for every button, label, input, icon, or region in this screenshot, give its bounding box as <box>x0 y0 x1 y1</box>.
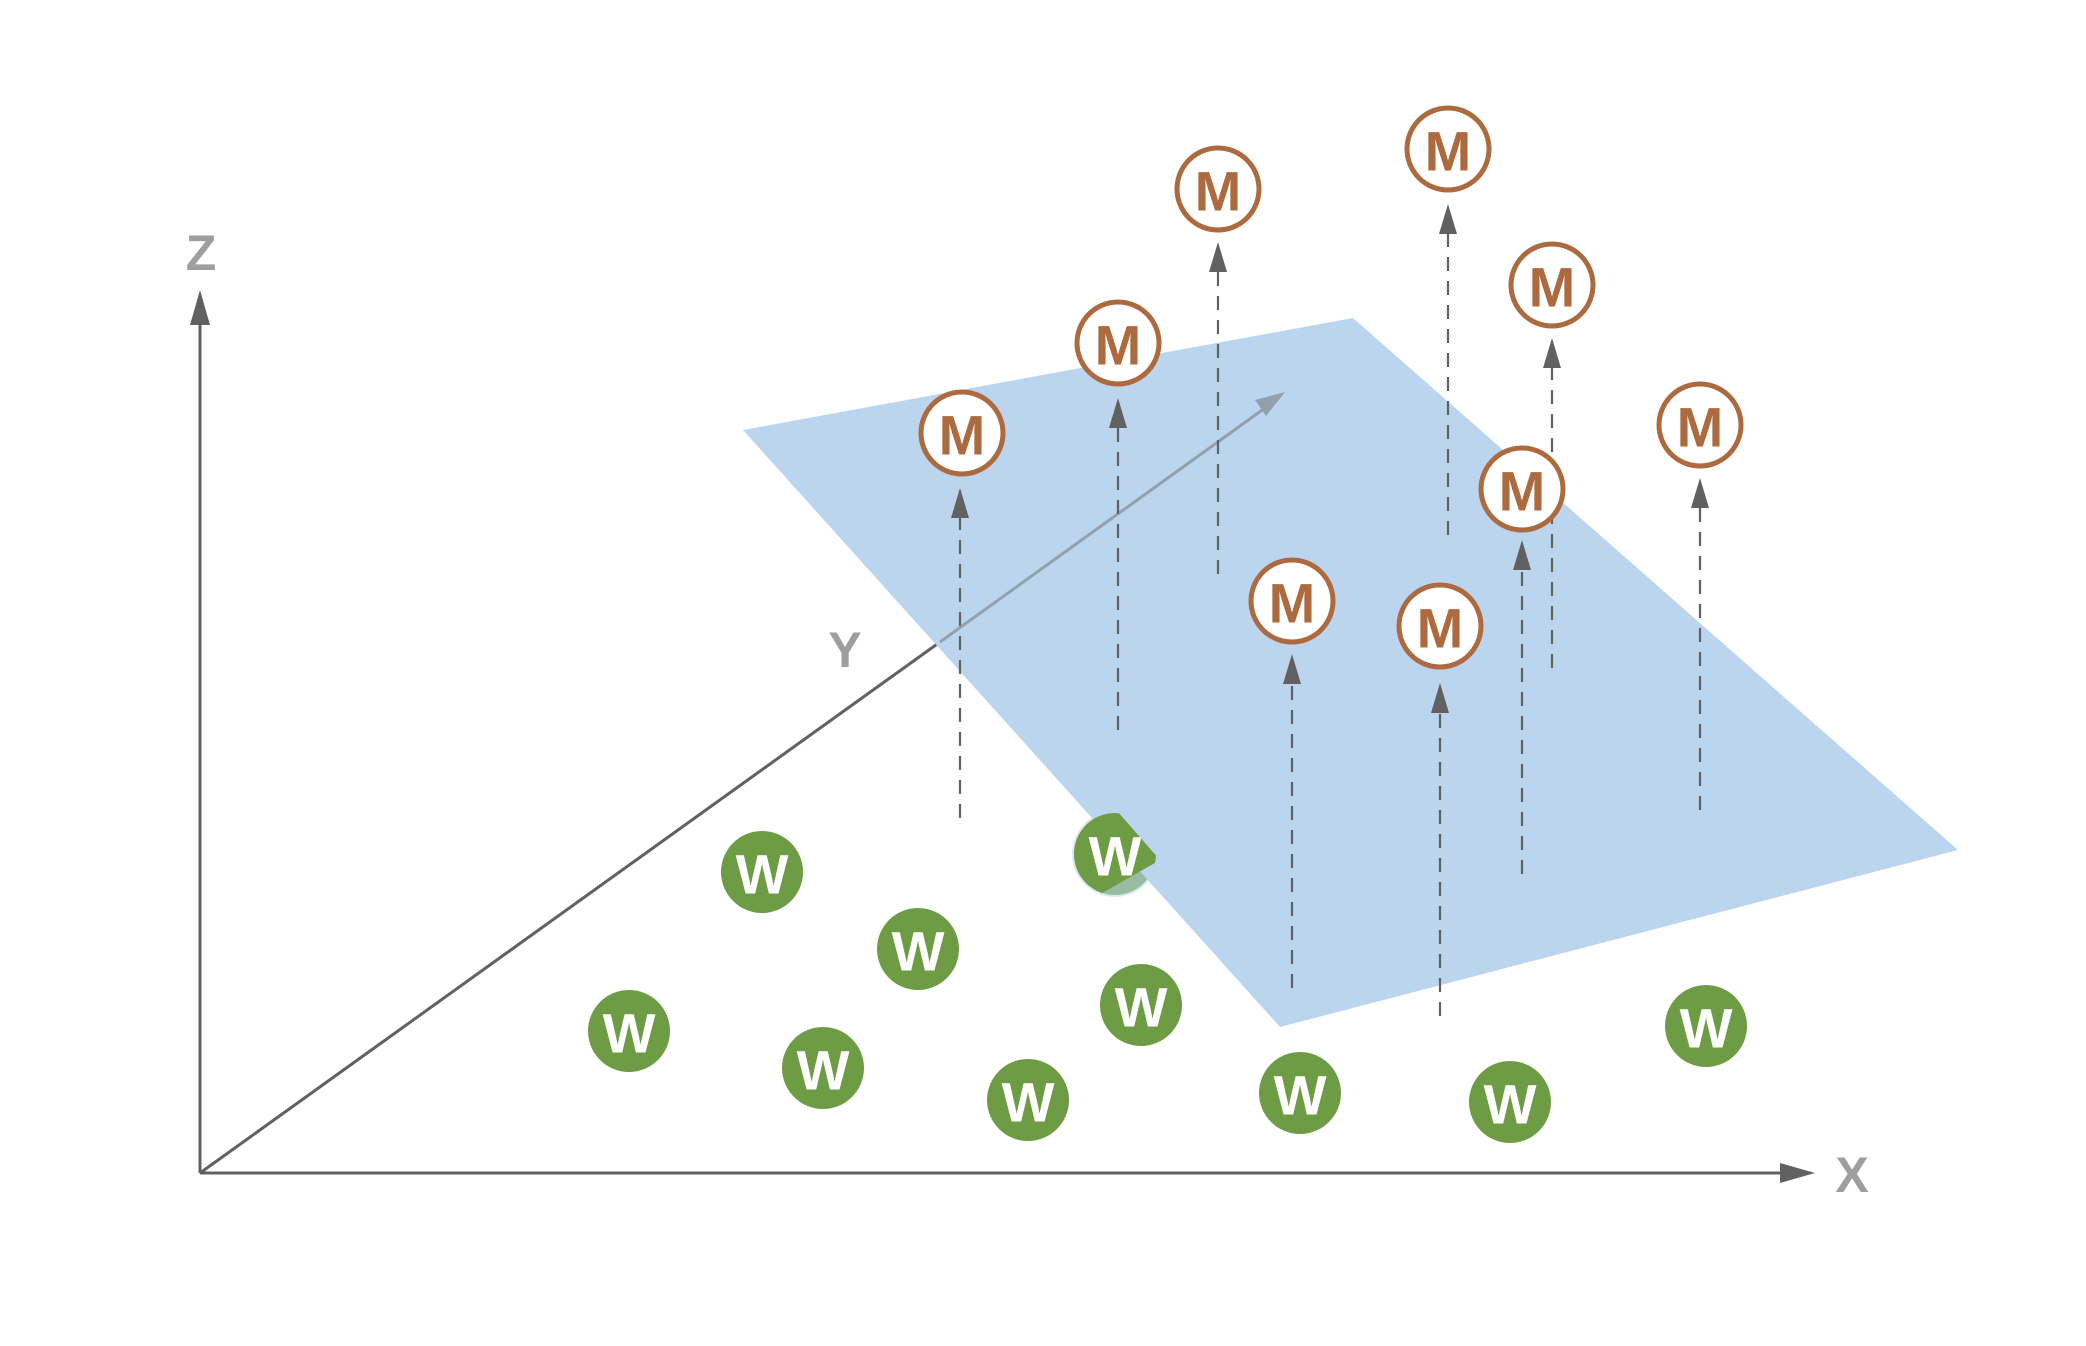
m-point-circle <box>1074 299 1162 387</box>
dashed-arrow-head <box>1439 204 1457 234</box>
w-point-circle <box>987 1059 1069 1141</box>
m-point-label: M <box>1425 120 1472 183</box>
w-point: W <box>782 1027 864 1109</box>
w-point-circle <box>1100 964 1182 1046</box>
w-point-label: W <box>797 1039 850 1102</box>
m-point: M <box>1174 145 1262 233</box>
w-point-label: W <box>1115 976 1168 1039</box>
w-point-label: W <box>1002 1071 1055 1134</box>
m-point-circle <box>1656 381 1744 469</box>
m-point-label: M <box>1417 597 1464 660</box>
w-point-circle <box>588 990 670 1072</box>
dashed-arrow-head <box>1431 683 1449 713</box>
w-point-label: W <box>736 843 789 906</box>
m-point-label: M <box>1529 256 1576 319</box>
m-point: M <box>1396 582 1484 670</box>
y-axis <box>199 640 941 1175</box>
dashed-arrow <box>1109 398 1127 730</box>
w-point-circle <box>1469 1061 1551 1143</box>
m-point-label: M <box>1499 460 1546 523</box>
m-point: M <box>1508 241 1596 329</box>
dashed-arrow <box>1283 654 1301 988</box>
m-point-circle <box>1174 145 1262 233</box>
w-point-label: W <box>1274 1064 1327 1127</box>
m-point: M <box>1404 105 1492 193</box>
w-point-circle <box>877 908 959 990</box>
w-point: W <box>1665 985 1747 1067</box>
w-point-label: W <box>1484 1073 1537 1136</box>
dashed-arrow-head <box>951 488 969 518</box>
w-point-label: W <box>892 920 945 983</box>
w-point: W <box>1259 1052 1341 1134</box>
m-point-label: M <box>939 404 986 467</box>
plane-tint <box>1314 619 1400 705</box>
dashed-arrow <box>1209 242 1227 574</box>
w-point: W <box>877 908 959 990</box>
w-point: W <box>721 831 803 913</box>
m-point-label: M <box>1677 396 1724 459</box>
m-point-label: M <box>1195 160 1242 223</box>
m-point-circle <box>1478 445 1566 533</box>
plane-tint <box>1305 757 1391 843</box>
w-point: W <box>1100 964 1182 1046</box>
m-points: M M M M M M M M M <box>918 105 1744 670</box>
m-point: M <box>918 389 1006 477</box>
w-point-circle <box>721 831 803 913</box>
z-axis <box>190 290 210 1173</box>
dashed-arrow <box>951 488 969 818</box>
y-axis-through-plane <box>939 392 1285 644</box>
dashed-arrow-head <box>1283 654 1301 684</box>
m-point-circle <box>1404 105 1492 193</box>
dashed-arrow-head <box>1209 242 1227 272</box>
m-point-label: M <box>1095 314 1142 377</box>
w-point: W <box>987 1059 1069 1141</box>
dashed-arrow <box>1691 478 1709 810</box>
dashed-arrow <box>1431 683 1449 1016</box>
y-axis-label: Y <box>828 622 861 678</box>
w-point-circle <box>1259 1052 1341 1134</box>
m-point-circle <box>1248 557 1336 645</box>
dashed-arrow-head <box>1513 540 1531 570</box>
w-point-circle <box>1665 985 1747 1067</box>
w-point: W <box>588 990 670 1072</box>
dashed-arrow-head <box>1543 338 1561 368</box>
dashed-arrow <box>1513 540 1531 874</box>
dashed-arrow-head <box>1691 478 1709 508</box>
m-point-circle <box>1508 241 1596 329</box>
dashed-arrow-head <box>1109 398 1127 428</box>
m-point: M <box>1656 381 1744 469</box>
z-axis-label: Z <box>186 225 217 281</box>
w-point: W <box>1469 1061 1551 1143</box>
dashed-arrow <box>1439 204 1457 535</box>
w-point-circle <box>782 1027 864 1109</box>
m-point: M <box>1478 445 1566 533</box>
m-point-circle <box>918 389 1006 477</box>
m-point-circle <box>1396 582 1484 670</box>
x-axis <box>200 1163 1815 1183</box>
w-point-label: W <box>1680 997 1733 1060</box>
m-point: M <box>1248 557 1336 645</box>
m-point: M <box>1074 299 1162 387</box>
x-axis-label: X <box>1835 1147 1868 1203</box>
w-point-label: W <box>603 1002 656 1065</box>
m-point-label: M <box>1269 572 1316 635</box>
dashed-arrows <box>951 204 1709 1016</box>
